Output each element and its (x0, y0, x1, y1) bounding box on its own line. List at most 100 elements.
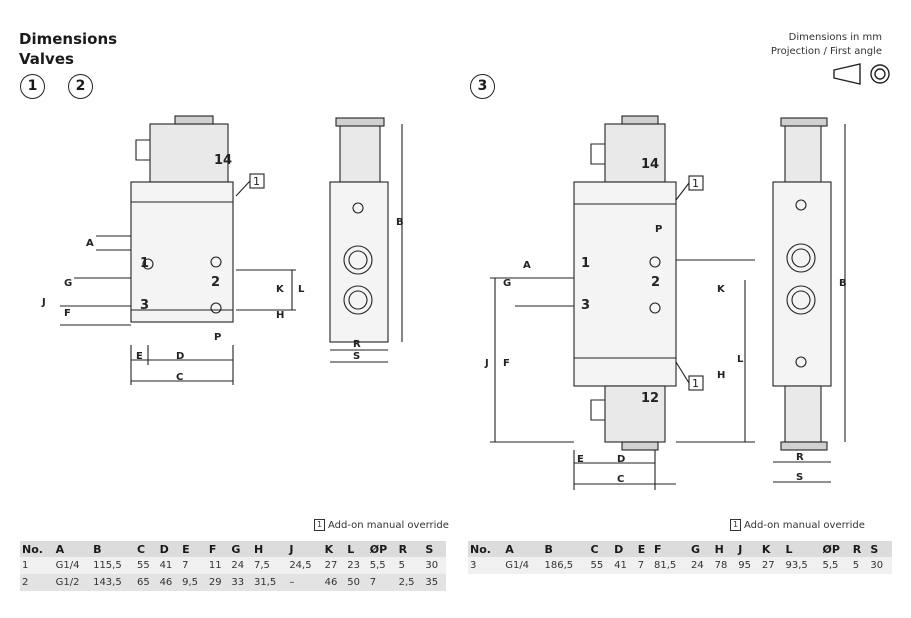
col-no: No. (20, 541, 54, 557)
dim-H: H (276, 310, 284, 321)
projection-info: Dimensions in mm Projection / First angl… (771, 31, 882, 59)
port-label-3: 3 (140, 298, 149, 313)
valve-body-side (772, 181, 832, 387)
cell: 29 (206, 574, 230, 591)
dim-C: C (617, 474, 624, 485)
port-label-1: 1 (140, 256, 149, 271)
col-p: ØP (367, 541, 397, 557)
page-title: Dimensions (19, 30, 118, 48)
dim-K: K (717, 284, 726, 295)
cell: 30 (423, 557, 446, 574)
col-s: S (423, 541, 446, 557)
valve-body-side (329, 181, 389, 343)
col-c: C (135, 541, 158, 557)
col-j: J (287, 541, 323, 557)
cell: 5,5 (820, 557, 851, 574)
coil-label-14: 14 (214, 153, 232, 168)
coil-label-14: 14 (641, 157, 659, 172)
cell: 95 (736, 557, 760, 574)
dim-A: A (523, 260, 531, 271)
col-r: R (850, 541, 869, 557)
cell: 41 (612, 557, 636, 574)
coil-label-12: 12 (641, 391, 659, 406)
dimensions-table-right: No. A B C D E F G H J K L ØP R S 3 G1/4 … (468, 541, 892, 574)
dim-E: E (577, 454, 584, 465)
note-box: 1 (314, 519, 325, 531)
dim-P: P (655, 224, 662, 235)
cell: 24 (229, 557, 252, 574)
table-row: 1 G1/4 115,5 55 41 7 11 24 7,5 24,5 27 2… (20, 557, 446, 574)
callout-top: 1 (692, 177, 699, 190)
cell: 23 (345, 557, 368, 574)
table-row: 2 G1/2 143,5 65 46 9,5 29 33 31,5 – 46 5… (20, 574, 446, 591)
table-header-row: No. A B C D E F G H J K L ØP R S (468, 541, 892, 557)
col-f: F (651, 541, 690, 557)
col-g: G (229, 541, 252, 557)
col-b: B (91, 541, 136, 557)
valve-body-front (130, 181, 234, 323)
dim-F: F (503, 358, 510, 369)
cell: 30 (868, 557, 892, 574)
dim-J: J (41, 297, 46, 308)
dim-C: C (176, 372, 183, 383)
cell: 55 (135, 557, 158, 574)
first-angle-projection-icon (833, 63, 890, 85)
dim-P: P (214, 332, 221, 343)
col-d: D (157, 541, 181, 557)
variant-badge-3: 3 (470, 74, 495, 99)
cell: 7 (180, 557, 207, 574)
port-label-2: 2 (211, 275, 220, 290)
cell: 35 (423, 574, 446, 591)
note-box: 1 (730, 519, 741, 531)
dim-L: L (737, 354, 744, 365)
cell: 7 (635, 557, 652, 574)
cell: 24,5 (287, 557, 323, 574)
table-row: 3 G1/4 186,5 55 41 7 81,5 24 78 95 27 93… (468, 557, 892, 574)
cell: 93,5 (783, 557, 821, 574)
cell: 115,5 (91, 557, 136, 574)
cell: 46 (322, 574, 346, 591)
note-text: Add-on manual override (744, 520, 865, 531)
cell: 33 (229, 574, 252, 591)
col-d: D (612, 541, 636, 557)
col-b: B (542, 541, 589, 557)
col-f: F (206, 541, 230, 557)
solenoid-coil (149, 123, 229, 183)
cell: 78 (712, 557, 737, 574)
col-no: No. (468, 541, 504, 557)
valve-body-front (573, 181, 677, 387)
cell: 2 (20, 574, 54, 591)
col-p: ØP (820, 541, 851, 557)
port-label-3: 3 (581, 298, 590, 313)
drawing-valves-1-2: 14 1 1 2 3 A G J F E D C P K L H B R S (41, 115, 404, 385)
dim-L: L (298, 284, 305, 295)
dim-H: H (717, 370, 725, 381)
dim-E: E (136, 351, 143, 362)
units-note: Dimensions in mm (788, 32, 882, 43)
cell: 5 (850, 557, 869, 574)
cell: 31,5 (251, 574, 288, 591)
col-l: L (345, 541, 368, 557)
dim-G: G (64, 278, 72, 289)
dim-G: G (503, 278, 511, 289)
projection-note: Projection / First angle (770, 46, 882, 57)
col-a: A (503, 541, 543, 557)
cell: 3 (468, 557, 504, 574)
cell: 50 (345, 574, 368, 591)
col-e: E (635, 541, 652, 557)
table-header-row: No. A B C D E F G H J K L ØP R S (20, 541, 446, 557)
cell: 41 (157, 557, 181, 574)
dim-A: A (86, 238, 94, 249)
col-j: J (736, 541, 760, 557)
col-h: H (712, 541, 737, 557)
drawing-valve-3: 14 12 1 1 1 2 3 A G J F E D C P K L H B … (484, 115, 847, 490)
col-l: L (783, 541, 821, 557)
callout-bottom: 1 (692, 377, 699, 390)
cell: 2,5 (396, 574, 424, 591)
dim-D: D (176, 351, 184, 362)
cell: 5 (396, 557, 424, 574)
variant-badge-1: 1 (20, 74, 45, 99)
cell: 24 (689, 557, 713, 574)
dimensions-table-left: No. A B C D E F G H J K L ØP R S 1 G1/4 … (20, 541, 446, 591)
